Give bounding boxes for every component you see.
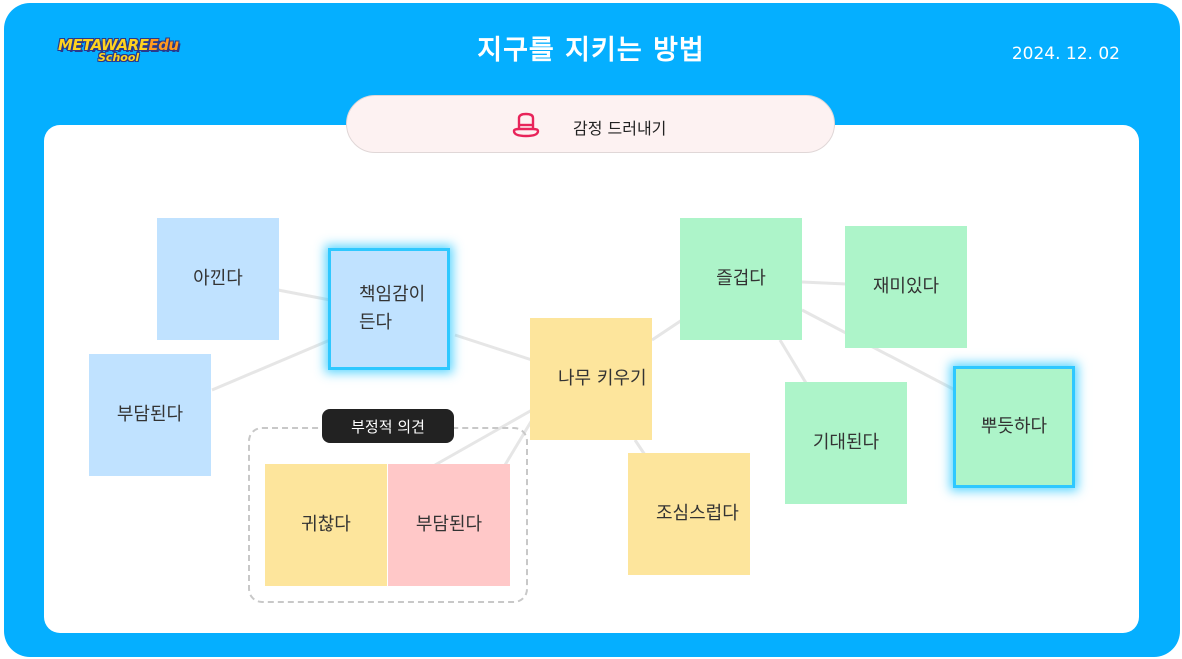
- metaware-logo: METAWAREEdu School: [58, 36, 179, 64]
- page-title: 지구를 지키는 방법: [477, 35, 705, 66]
- note-namu-kiugi[interactable]: 나무 키우기: [530, 318, 652, 440]
- note-gidaedoenda[interactable]: 기대된다: [785, 382, 907, 504]
- note-josimseureopda[interactable]: 조심스럽다: [628, 453, 750, 575]
- note-gwichanda[interactable]: 귀찮다: [265, 464, 387, 586]
- note-budamdoenda[interactable]: 부담된다: [89, 354, 211, 476]
- note-budamdoenda-2[interactable]: 부담된다: [388, 464, 510, 586]
- note-chaegimgam[interactable]: 책임감이 든다: [328, 248, 450, 370]
- note-jeulgeopda[interactable]: 즐겁다: [680, 218, 802, 340]
- note-akkinda[interactable]: 아낀다: [157, 218, 279, 340]
- date-label: 2024. 12. 02: [1011, 44, 1120, 64]
- group-label: 부정적 의견: [322, 409, 454, 443]
- note-jaemiitda[interactable]: 재미있다: [845, 226, 967, 348]
- hat-icon: [512, 112, 540, 138]
- mode-label: 감정 드러내기: [573, 119, 667, 138]
- mode-pill[interactable]: 감정 드러내기: [346, 95, 835, 153]
- note-ppudeuthada[interactable]: 뿌듯하다: [953, 366, 1075, 488]
